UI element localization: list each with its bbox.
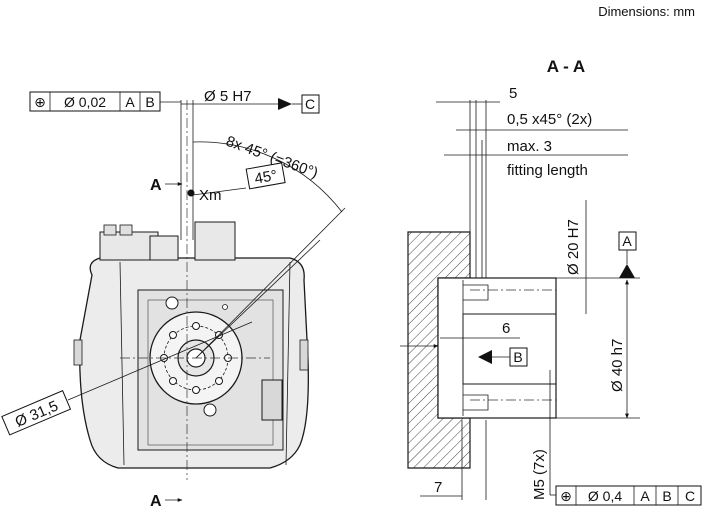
section-part	[437, 277, 557, 419]
section-marker-bottom: A	[150, 493, 162, 510]
bottom-datum-b: B	[662, 488, 671, 504]
bottom-tolerance-value: Ø 0,4	[588, 488, 622, 504]
bore-dia-label: Ø 20 H7	[565, 219, 582, 275]
motor-housing	[194, 221, 236, 261]
dim-5: 5	[509, 85, 517, 102]
bottom-datum-a: A	[640, 488, 650, 504]
max-length-label: max. 3	[507, 138, 552, 155]
datum-c: C	[305, 96, 315, 112]
bore-label: Ø 5 H7	[204, 88, 252, 105]
section-marker-top: A	[150, 177, 162, 194]
chamfer-label: 0,5 x45° (2x)	[507, 111, 592, 128]
left-view: ⊕ Ø 0,02 A B Ø 5 H7 C 8x 45° (=360°) 45°…	[1, 88, 346, 510]
thread-label: M5 (7x)	[531, 449, 548, 500]
connector-block	[99, 231, 159, 261]
position-tolerance-frame: ⊕ Ø 0,02 A B	[29, 91, 181, 112]
datum-b-box: B	[513, 349, 522, 365]
units-note: Dimensions: mm	[598, 4, 695, 19]
datum-a-box: A	[622, 233, 632, 249]
dim-7: 7	[434, 479, 442, 496]
bottom-tolerance-frame: ⊕ Ø 0,4 A B C	[550, 485, 702, 506]
position-icon-bottom: ⊕	[560, 488, 572, 504]
position-icon: ⊕	[34, 94, 46, 110]
fitting-length-label: fitting length	[507, 162, 588, 179]
angle-box-label: 45°	[253, 167, 278, 188]
dim-6: 6	[502, 320, 510, 337]
tolerance-value: Ø 0,02	[64, 94, 106, 110]
xm-label: Xm	[199, 187, 222, 204]
section-title: A - A	[547, 57, 585, 76]
bottom-datum-c: C	[685, 488, 695, 504]
datum-ref-a: A	[125, 94, 135, 110]
outer-dia-label: Ø 40 h7	[609, 339, 626, 392]
section-view: A - A 5 0,5 x45° (2x) max. 3 fitting len…	[400, 57, 702, 506]
datum-ref-b: B	[145, 94, 154, 110]
